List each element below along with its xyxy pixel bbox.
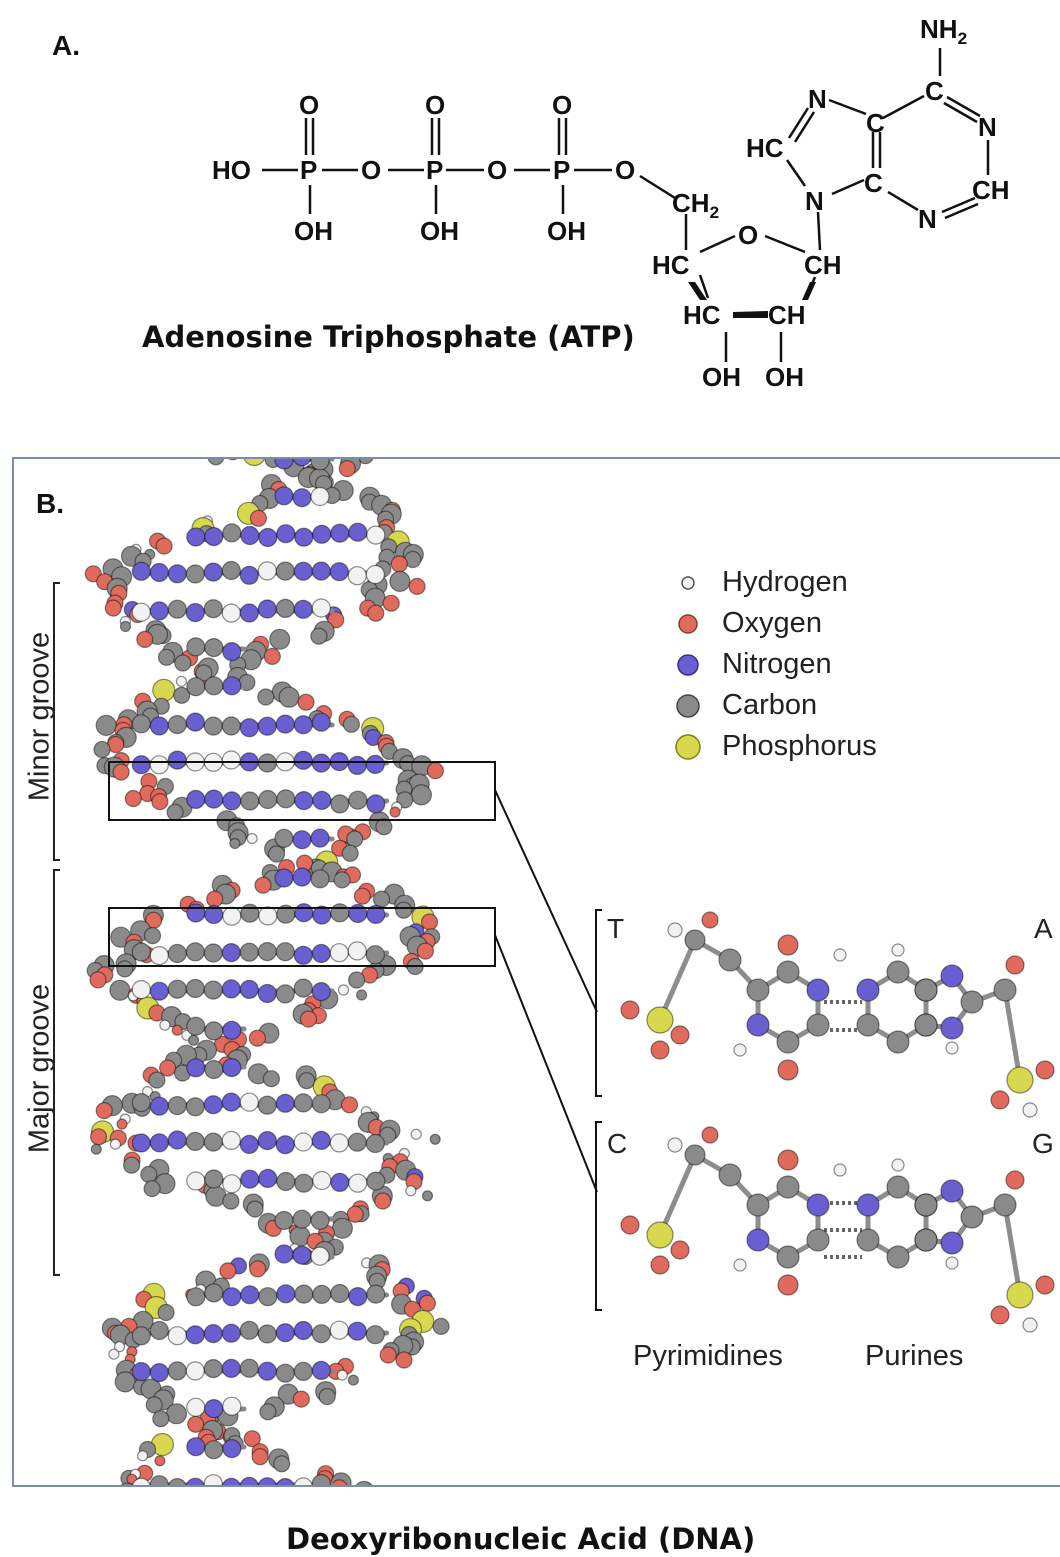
atom-oh-3: OH <box>547 216 586 246</box>
purines-label: Purines <box>865 1340 964 1372</box>
atom-hc-ring: HC <box>652 250 690 280</box>
legend-hydrogen: Hydrogen <box>722 566 848 598</box>
atom-nh2: NH2 <box>920 14 968 49</box>
atom-o-top-3: O <box>552 90 573 120</box>
atom-oh-1: OH <box>294 216 333 246</box>
atom-c-5: C <box>866 108 885 138</box>
pair-label-a: A <box>1034 913 1053 944</box>
atom-o-bridge-1: O <box>361 155 382 185</box>
atom-o-top-1: O <box>299 90 320 120</box>
atom-n-3: N <box>918 204 937 234</box>
atom-c-6: C <box>925 76 944 106</box>
legend-swatches <box>675 576 701 760</box>
pair-label-c: C <box>607 1128 628 1159</box>
atom-ho: HO <box>212 155 251 185</box>
atom-oh-ring-2: OH <box>765 362 804 392</box>
atp-structure <box>262 48 990 362</box>
legend-nitrogen: Nitrogen <box>722 648 832 680</box>
atom-n-7: N <box>808 84 827 114</box>
groove-brackets <box>53 582 60 1276</box>
atom-o-bridge-3: O <box>615 155 636 185</box>
atom-ch-lower: CH <box>768 300 806 330</box>
atom-hc-8: HC <box>746 133 784 163</box>
panel-b-frame <box>12 457 1060 1487</box>
atom-ch-2: CH <box>972 175 1010 205</box>
panel-a-label: A. <box>52 30 80 61</box>
legend-carbon: Carbon <box>722 689 818 721</box>
legend-phosphorus: Phosphorus <box>722 730 877 762</box>
atom-o-ring: O <box>738 220 759 250</box>
pair-label-t: T <box>607 913 625 944</box>
atom-oh-2: OH <box>420 216 459 246</box>
pair-label-g: G <box>1032 1128 1054 1159</box>
atom-n-9: N <box>805 186 824 216</box>
atp-caption: Adenosine Triphosphate (ATP) <box>142 320 635 354</box>
atom-p-2: P <box>426 155 444 185</box>
atom-n-1: N <box>978 112 997 142</box>
dna-caption: Deoxyribonucleic Acid (DNA) <box>286 1522 756 1556</box>
atom-oh-ring-1: OH <box>702 362 741 392</box>
atom-p-3: P <box>553 155 571 185</box>
base-pair-models <box>620 911 1055 1333</box>
atom-o-top-2: O <box>425 90 446 120</box>
pyrimidines-label: Pyrimidines <box>633 1340 783 1372</box>
atom-hc-lower: HC <box>683 300 721 330</box>
atom-ch-ring: CH <box>804 250 842 280</box>
panel-b-label: B. <box>36 488 64 519</box>
atom-ch2: CH2 <box>672 188 720 223</box>
atom-o-bridge-2: O <box>487 155 508 185</box>
legend-oxygen: Oxygen <box>722 607 822 639</box>
atom-c-4: C <box>864 168 883 198</box>
atom-p-1: P <box>300 155 318 185</box>
